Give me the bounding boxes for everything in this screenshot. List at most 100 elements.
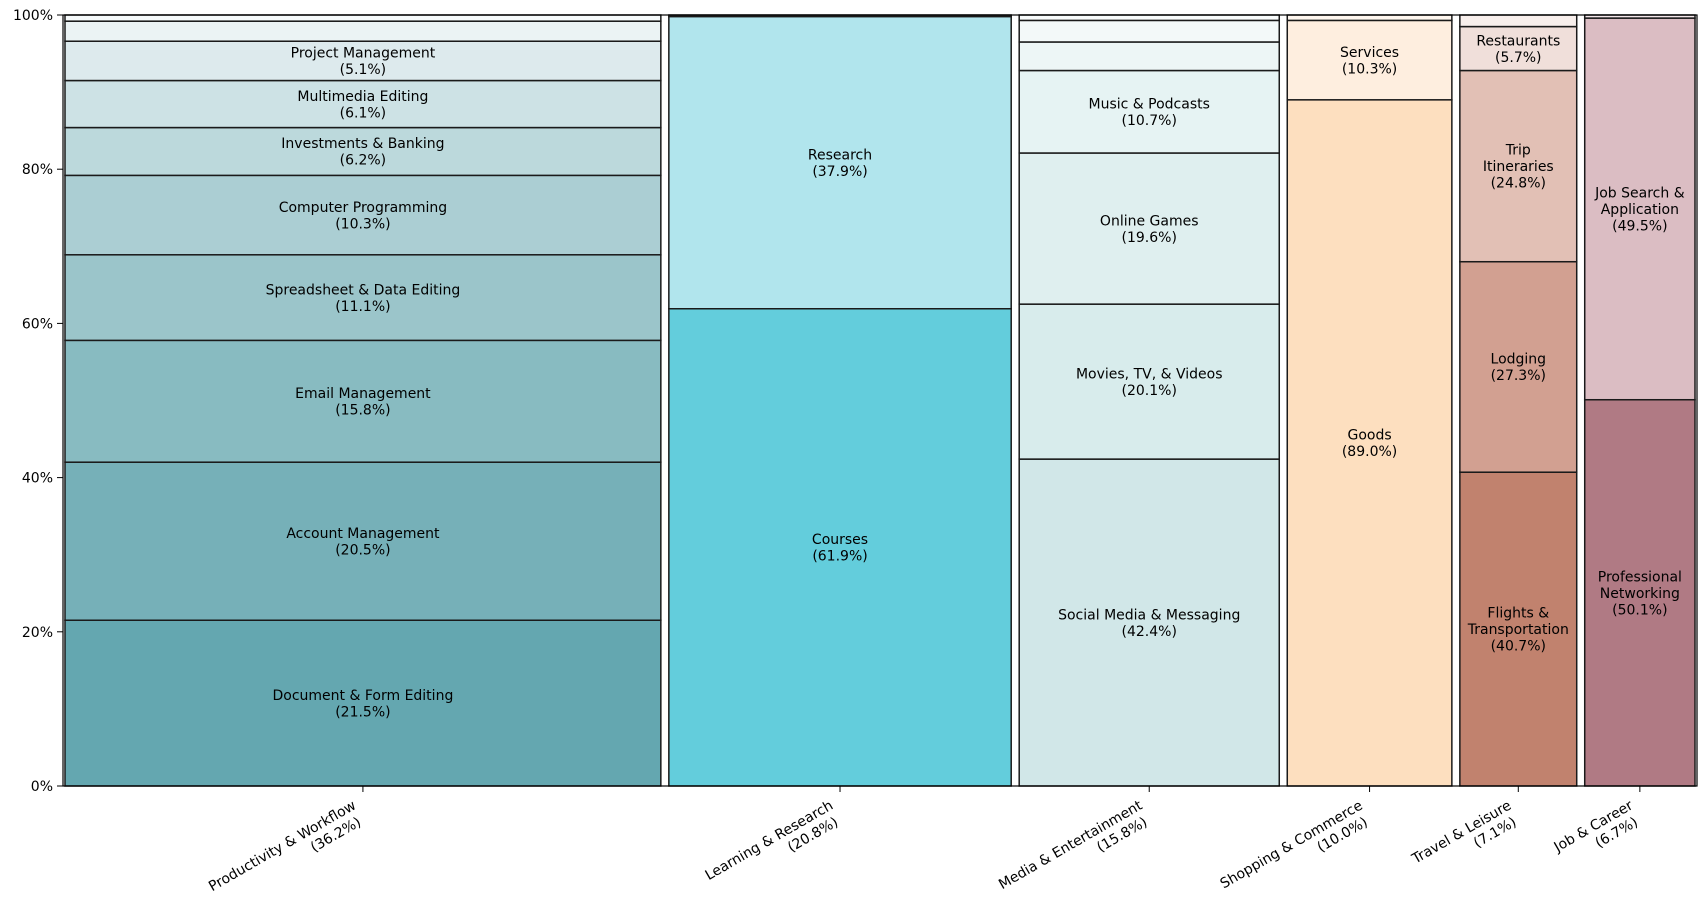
y-tick-label: 0% bbox=[31, 779, 53, 795]
category-name: Productivity & Workflow bbox=[206, 798, 359, 895]
segment-pct: (42.4%) bbox=[1122, 624, 1177, 640]
segment-pct: (10.3%) bbox=[335, 216, 390, 232]
segment-pct: (20.1%) bbox=[1122, 383, 1177, 399]
segment-label: Flights &Transportation(40.7%) bbox=[1467, 606, 1569, 655]
mosaic-segment bbox=[64, 461, 662, 621]
segment-name: Computer Programming bbox=[279, 200, 447, 216]
mosaic-segment bbox=[1286, 99, 1453, 787]
segment-name: Investments & Banking bbox=[281, 136, 444, 152]
mosaic-segment bbox=[1018, 458, 1281, 787]
segment-pct: (24.8%) bbox=[1491, 176, 1546, 192]
segment-pct: (6.1%) bbox=[340, 105, 387, 121]
segment-name: Services bbox=[1340, 45, 1399, 61]
mosaic-segment bbox=[64, 619, 662, 787]
mosaic-segment bbox=[1018, 152, 1281, 305]
segment-label: Computer Programming(10.3%) bbox=[279, 200, 447, 233]
segment-name: Courses bbox=[812, 532, 868, 548]
segment-name: Research bbox=[808, 147, 872, 163]
segment-name: Networking bbox=[1600, 586, 1680, 602]
segment-name: Trip bbox=[1505, 143, 1531, 159]
mosaic-segment bbox=[1018, 303, 1281, 460]
segment-name: Multimedia Editing bbox=[297, 89, 428, 105]
mosaic-segment bbox=[1459, 14, 1578, 28]
segment-pct: (19.6%) bbox=[1122, 230, 1177, 246]
mosaic-segment bbox=[1018, 14, 1281, 22]
mosaic-segment bbox=[1459, 25, 1578, 72]
segment-pct: (5.1%) bbox=[340, 62, 387, 78]
segment-name: Email Management bbox=[295, 386, 431, 402]
axes-frame bbox=[62, 14, 1698, 787]
segment-pct: (61.9%) bbox=[812, 549, 867, 565]
category-name: Media & Entertainment bbox=[996, 797, 1146, 893]
mosaic-segment bbox=[1286, 14, 1453, 22]
segment-label: Email Management(15.8%) bbox=[295, 386, 431, 419]
mosaic-segment bbox=[668, 15, 1012, 310]
segment-pct: (37.9%) bbox=[812, 164, 867, 180]
category-name: Shopping & Commerce bbox=[1218, 798, 1366, 893]
segment-name: Online Games bbox=[1100, 213, 1199, 229]
segment-name: Project Management bbox=[291, 46, 436, 62]
y-tick-label: 100% bbox=[13, 8, 53, 24]
segment-name: Restaurants bbox=[1476, 33, 1560, 49]
segment-label: Courses(61.9%) bbox=[812, 532, 868, 565]
segment-label: Music & Podcasts(10.7%) bbox=[1089, 97, 1210, 130]
x-tick-label: Travel & Leisure(7.1%) bbox=[1409, 798, 1523, 883]
segment-pct: (50.1%) bbox=[1612, 602, 1667, 618]
segment-name: Movies, TV, & Videos bbox=[1076, 366, 1223, 382]
y-tick-label: 40% bbox=[22, 471, 53, 487]
segment-label: Multimedia Editing(6.1%) bbox=[297, 89, 428, 122]
segment-label: Job Search &Application(49.5%) bbox=[1594, 185, 1685, 234]
segment-name: Lodging bbox=[1491, 352, 1547, 368]
segment-label: Account Management(20.5%) bbox=[286, 526, 440, 559]
segment-pct: (10.7%) bbox=[1122, 113, 1177, 129]
segment-label: Services(10.3%) bbox=[1340, 45, 1399, 78]
segment-pct: (89.0%) bbox=[1342, 444, 1397, 460]
mosaic-segment bbox=[1583, 17, 1696, 401]
segment-label: Online Games(19.6%) bbox=[1100, 213, 1199, 246]
segment-label: Research(37.9%) bbox=[808, 147, 872, 180]
mosaic-segment bbox=[64, 126, 662, 177]
segment-name: Social Media & Messaging bbox=[1058, 607, 1240, 623]
segment-pct: (10.3%) bbox=[1342, 61, 1397, 77]
mosaic-segment bbox=[64, 254, 662, 342]
segment-label: Social Media & Messaging(42.4%) bbox=[1058, 607, 1240, 640]
mosaic-segment bbox=[64, 174, 662, 256]
segment-label: Document & Form Editing(21.5%) bbox=[273, 688, 454, 721]
segment-pct: (15.8%) bbox=[335, 403, 390, 419]
segment-label: Movies, TV, & Videos(20.1%) bbox=[1076, 366, 1223, 399]
segment-pct: (21.5%) bbox=[335, 704, 390, 720]
segment-name: Professional bbox=[1598, 569, 1682, 585]
segment-name: Transportation bbox=[1467, 622, 1569, 638]
mosaic-segment bbox=[1018, 19, 1281, 43]
mosaic-segment bbox=[64, 20, 662, 42]
mosaic-segment bbox=[1459, 69, 1578, 263]
x-tick-label: Job & Career(6.7%) bbox=[1551, 797, 1645, 870]
segment-name: Account Management bbox=[286, 526, 440, 542]
segment-name: Itineraries bbox=[1483, 159, 1554, 175]
x-tick-label: Shopping & Commerce(10.0%) bbox=[1218, 798, 1374, 907]
segment-name: Music & Podcasts bbox=[1089, 97, 1210, 113]
segment-name: Spreadsheet & Data Editing bbox=[266, 282, 461, 298]
segment-label: Spreadsheet & Data Editing(11.1%) bbox=[266, 282, 461, 315]
segment-name: Flights & bbox=[1487, 606, 1549, 622]
segment-pct: (11.1%) bbox=[335, 299, 390, 315]
segment-pct: (20.5%) bbox=[335, 542, 390, 558]
mosaic-segment bbox=[1459, 260, 1578, 473]
mosaic-segment bbox=[1583, 398, 1696, 787]
x-tick-label: Productivity & Workflow(36.2%) bbox=[206, 798, 367, 910]
segment-label: Restaurants(5.7%) bbox=[1476, 33, 1560, 66]
segment-label: Goods(89.0%) bbox=[1342, 428, 1397, 461]
y-tick-label: 80% bbox=[22, 162, 53, 178]
y-tick-label: 60% bbox=[22, 316, 53, 332]
segment-name: Goods bbox=[1347, 428, 1391, 444]
x-tick-label: Media & Entertainment(15.8%) bbox=[996, 797, 1154, 907]
mosaic-segment bbox=[1018, 41, 1281, 72]
y-tick-label: 20% bbox=[22, 625, 53, 641]
mosaic-segment bbox=[64, 79, 662, 129]
mosaic-segment bbox=[64, 339, 662, 463]
segment-pct: (5.7%) bbox=[1495, 50, 1542, 66]
